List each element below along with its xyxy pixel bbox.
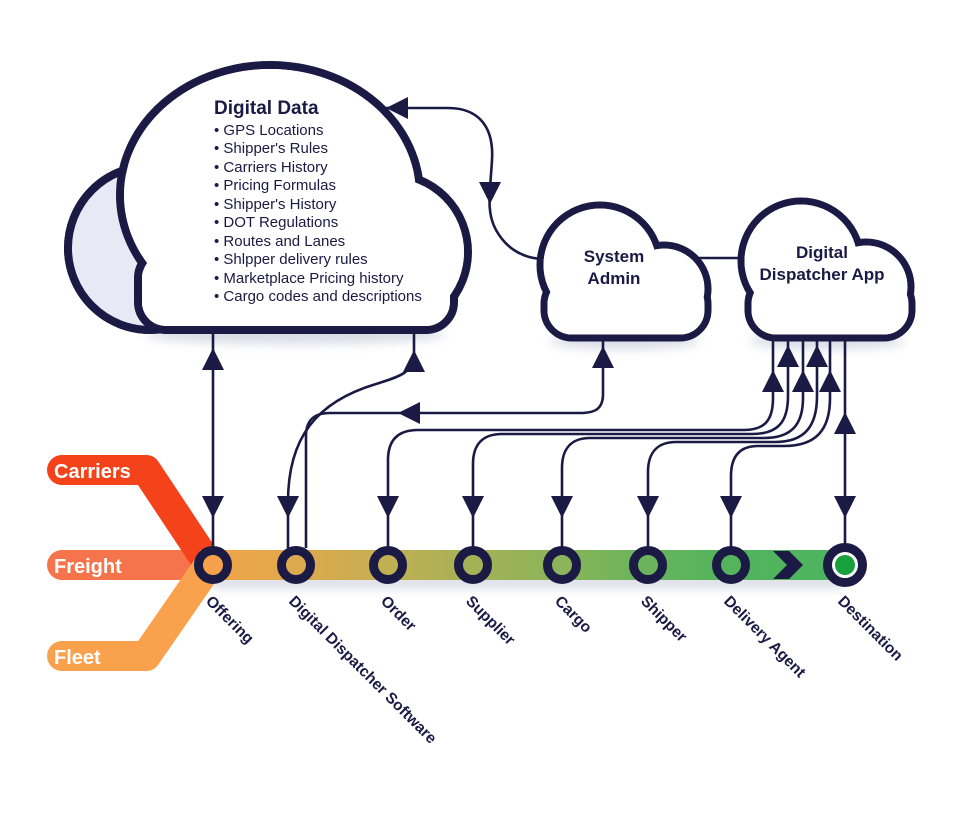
node-label-delivery-agent: Delivery Agent xyxy=(720,593,808,681)
app-shipper-curve xyxy=(646,336,819,548)
arrow-left-icon xyxy=(398,402,420,424)
arrow-down-icon xyxy=(377,496,399,518)
cloud-fill xyxy=(142,254,450,326)
chevron-right-icon xyxy=(773,551,803,579)
arrow-down-icon xyxy=(834,496,856,518)
node-cargo xyxy=(543,546,581,584)
connectors xyxy=(202,332,856,548)
cloud-fill xyxy=(751,279,909,335)
cloud-fill xyxy=(547,279,705,335)
arrow-up-icon xyxy=(834,412,856,434)
digital-data-title: Digital Data xyxy=(214,98,319,119)
fleet-ribbon xyxy=(47,547,226,671)
ribbons xyxy=(47,455,230,671)
arrow-down-icon xyxy=(202,496,224,518)
node-label-order: Order xyxy=(377,593,419,635)
cloud-bullet-item: • Marketplace Pricing history xyxy=(214,270,404,287)
arrow-up-icon xyxy=(792,370,814,392)
cloud-bullet-item: • Shipper's History xyxy=(214,196,337,213)
carriers-ribbon xyxy=(47,455,226,583)
node-dispatcher-software xyxy=(277,546,315,584)
node-delivery-agent xyxy=(712,546,750,584)
cloud-bullet-item: • Routes and Lanes xyxy=(214,233,345,250)
digital-data-cloud xyxy=(116,61,472,334)
cloud-bullet-item: • Cargo codes and descriptions xyxy=(214,288,422,305)
digital-data-content: Digital Data • GPS Locations • Shipper's… xyxy=(214,98,422,305)
node-supplier xyxy=(454,546,492,584)
node-order xyxy=(369,546,407,584)
carriers-label: Carriers xyxy=(54,461,131,483)
arrow-down-icon xyxy=(277,496,299,518)
app-delivery-curve xyxy=(729,336,832,548)
timeline-nodes xyxy=(194,543,867,587)
arrow-down-icon xyxy=(720,496,742,518)
node-label-supplier: Supplier xyxy=(462,593,518,649)
arrow-up-icon xyxy=(592,346,614,368)
dispatcher-app-title-line2: Dispatcher App xyxy=(759,265,884,284)
system-admin-title-line2: Admin xyxy=(588,269,641,288)
app-order-curve xyxy=(386,336,775,548)
arrow-up-icon xyxy=(806,345,828,367)
arrow-up-icon xyxy=(762,370,784,392)
arrow-down-icon xyxy=(637,496,659,518)
app-supplier-curve xyxy=(471,336,790,548)
node-label-dispatcher-software: Digital Dispatcher Software xyxy=(285,593,440,748)
node-label-shipper: Shipper xyxy=(637,593,690,646)
cloud-bullet-item: • Pricing Formulas xyxy=(214,177,336,194)
cloud-bullet-item: • GPS Locations xyxy=(214,122,323,139)
arrow-up-icon xyxy=(819,370,841,392)
cloud-bullet-item: • DOT Regulations xyxy=(214,214,338,231)
arrow-down-icon xyxy=(479,182,501,204)
arrow-left-icon xyxy=(386,97,408,119)
system-admin-cloud: System Admin xyxy=(536,201,712,342)
freight-label: Freight xyxy=(54,556,122,578)
cloud-bullet-item: • Shlpper delivery rules xyxy=(214,251,368,268)
dispatcher-app-cloud: Digital Dispatcher App xyxy=(737,197,916,342)
cloud-admin-curve xyxy=(386,97,543,261)
arrow-down-icon xyxy=(462,496,484,518)
arrow-up-icon xyxy=(403,350,425,372)
app-cargo-curve xyxy=(560,336,805,548)
arrow-down-icon xyxy=(551,496,573,518)
node-label-offering: Offering xyxy=(202,593,257,648)
node-shipper xyxy=(629,546,667,584)
fleet-label: Fleet xyxy=(54,647,101,669)
ribbon-labels: Carriers Freight Fleet xyxy=(54,461,131,669)
arrow-up-icon xyxy=(777,345,799,367)
node-labels: Offering Digital Dispatcher Software Ord… xyxy=(202,593,906,748)
cloud-bullet-item: • Shipper's Rules xyxy=(214,140,328,157)
node-destination-dot xyxy=(835,555,855,575)
node-label-destination: Destination xyxy=(834,593,906,665)
dispatcher-app-title-line1: Digital xyxy=(796,243,848,262)
node-offering xyxy=(194,546,232,584)
system-admin-title-line1: System xyxy=(584,247,644,266)
cloud-bullet-item: • Carriers History xyxy=(214,159,328,176)
node-label-cargo: Cargo xyxy=(551,593,595,637)
admin-node2-curve xyxy=(304,338,605,548)
arrow-up-icon xyxy=(202,348,224,370)
